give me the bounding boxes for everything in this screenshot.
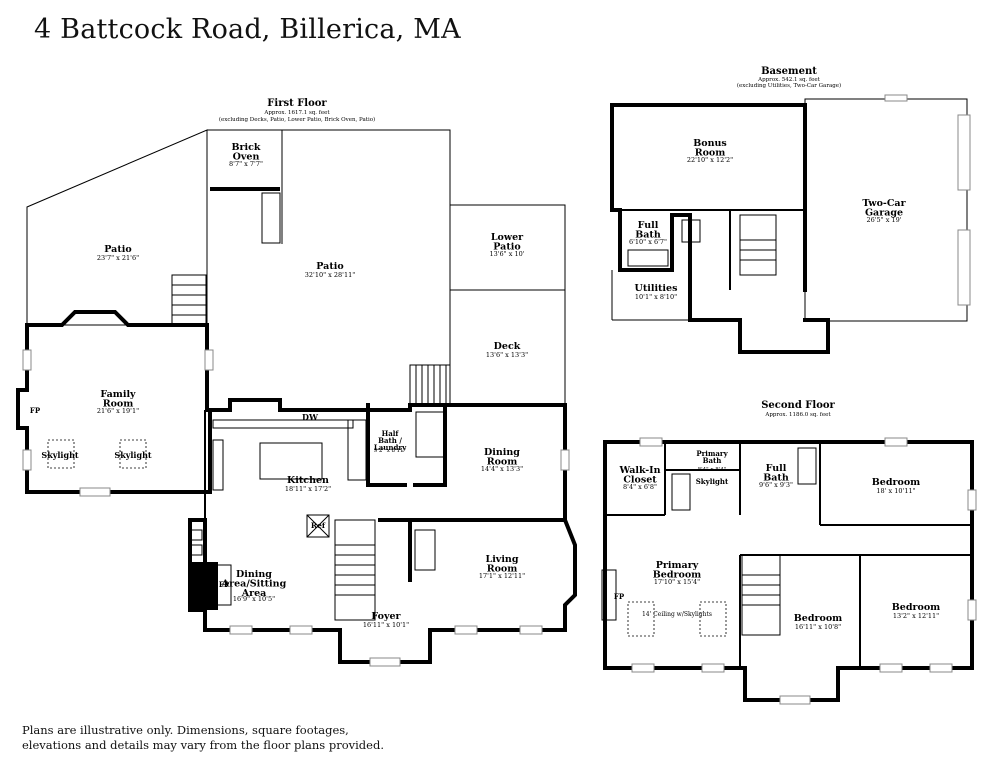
second-floor: Second Floor Approx. 1186.0 sq. feet	[601, 400, 977, 705]
room-dim-living-room: 17'1" x 12'11"	[479, 572, 525, 580]
page-title: 4 Battcock Road, Billerica, MA	[34, 14, 461, 45]
room-dim-full-bath-2: 9'6" x 9'3"	[759, 481, 793, 489]
room-dim-utilities: 10'1" x 8'10"	[635, 293, 677, 301]
second-floor-title: Second Floor	[761, 400, 835, 411]
room-label-bedroom-s: Bedroom	[794, 613, 842, 624]
room-dim-patio-left: 23'7" x 21'6"	[97, 254, 139, 262]
room-dim-bedroom-ne: 18' x 10'11"	[876, 487, 915, 495]
basement-note: (excluding Utilities, Two-Car Garage)	[737, 82, 841, 89]
room-label-bedroom-se: Bedroom	[892, 602, 940, 613]
room-dim-walk-in: 8'4" x 6'8"	[623, 483, 657, 491]
patio-center-outline	[207, 129, 566, 405]
room-dim-half-bath: 9'2" x 8'11"	[374, 448, 406, 454]
room-label-patio-center: Patio	[316, 261, 343, 272]
room-dim-bonus-room: 22'10" x 12'2"	[687, 156, 733, 164]
basement-title: Basement	[761, 66, 817, 77]
room-dim-dining-room: 14'4" x 13'3"	[481, 465, 523, 473]
room-dim-patio-center: 32'10" x 28'11"	[305, 271, 355, 279]
fp-label-family: FP	[30, 406, 41, 415]
room-dim-primary-bedroom: 17'10" x 15'4"	[654, 578, 700, 586]
fp-label-primary: FP	[614, 592, 625, 601]
ref-label: Ref	[311, 521, 326, 530]
room-label-bedroom-ne: Bedroom	[872, 477, 920, 488]
room-dim-deck: 13'6" x 13'3"	[486, 351, 528, 359]
skylight-label-bath: Skylight	[696, 477, 729, 486]
room-label-deck: Deck	[494, 341, 521, 352]
patio-left-outline	[26, 129, 208, 326]
first-floor: First Floor Approx. 1617.1 sq. feet (exc…	[16, 98, 577, 667]
basement-area: Approx. 542.1 sq. feet	[757, 77, 820, 83]
refrigerator	[306, 514, 330, 538]
room-dim-dining-area: 16'9" x 10'5"	[233, 595, 275, 603]
ceiling-label: 14' Ceiling w/Skylights	[642, 611, 712, 618]
second-floor-area: Approx. 1186.0 sq. feet	[764, 412, 831, 418]
room-dim-family-room: 21'6" x 19'1"	[97, 407, 139, 415]
first-floor-note: (excluding Decks, Patio, Lower Patio, Br…	[219, 116, 375, 123]
family-room-walls	[25, 310, 209, 412]
room-label-kitchen: Kitchen	[287, 475, 329, 486]
basement: Basement Approx. 542.1 sq. feet (excludi…	[610, 66, 971, 354]
room-label-utilities: Utilities	[635, 283, 678, 294]
room-dim-brick-oven: 8'7" x 7'7"	[229, 160, 263, 168]
room-dim-bedroom-se: 13'2" x 12'11"	[893, 612, 939, 620]
patio-steps	[171, 274, 207, 326]
first-floor-area: Approx. 1617.1 sq. feet	[263, 110, 330, 116]
room-dim-lower-patio: 13'6" x 10'	[489, 250, 524, 258]
first-floor-title: First Floor	[267, 98, 327, 109]
main-stairs	[334, 519, 376, 621]
skylight-label-2: Skylight	[114, 450, 151, 460]
room-dim-bedroom-s: 16'11" x 10'8"	[795, 623, 841, 631]
fireplace-block	[190, 562, 218, 610]
fp-label-dining: FP	[219, 580, 230, 589]
skylight-label-1: Skylight	[41, 450, 78, 460]
room-dim-basement-bath: 6'10" x 6'7"	[629, 238, 667, 246]
disclaimer-text: Plans are illustrative only. Dimensions,…	[22, 723, 384, 752]
dw-label: DW	[302, 412, 319, 422]
room-label-foyer: Foyer	[371, 611, 401, 622]
deck-stairs	[409, 364, 451, 406]
room-label-patio-left: Patio	[104, 244, 131, 255]
room-dim-kitchen: 18'11" x 17'2"	[285, 485, 331, 493]
room-dim-primary-bath: 8'4" x 8'4"	[698, 467, 727, 473]
room-dim-garage: 26'5" x 19'	[866, 216, 901, 224]
room-dim-foyer: 16'11" x 10'1"	[363, 621, 409, 629]
